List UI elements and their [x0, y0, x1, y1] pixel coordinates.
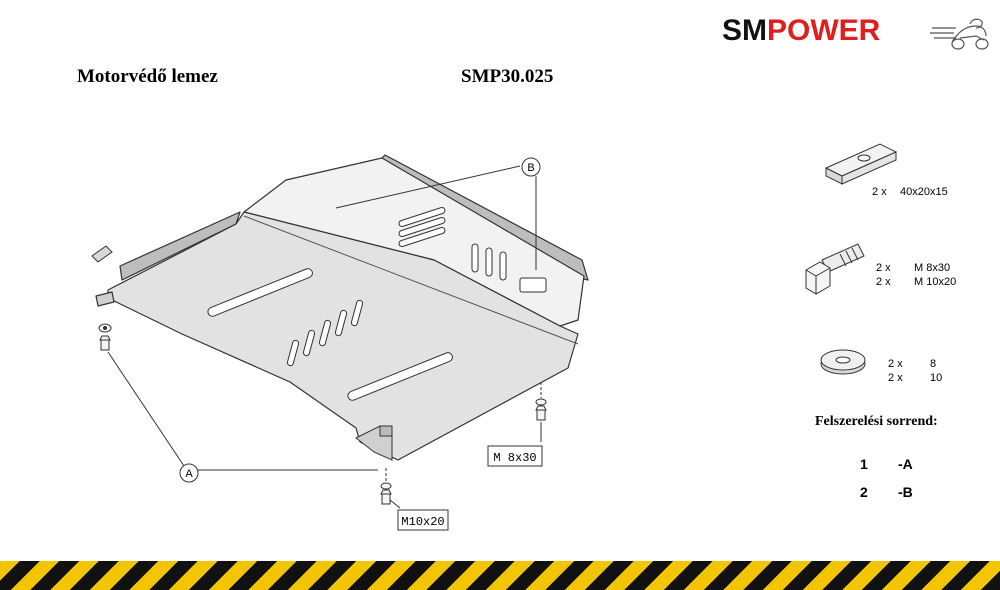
washer-icon: [820, 349, 866, 375]
svg-text:M10x20: M10x20: [401, 515, 444, 529]
bottom-bolt: [380, 468, 401, 509]
washer-spec-2: 10: [930, 372, 943, 384]
washer-qty-2: 2 x: [888, 372, 903, 384]
lower-bracket: [355, 425, 393, 461]
motorcycle-rider-icon: [930, 18, 989, 50]
callout-a: A: [107, 351, 378, 483]
plate-slots: [207, 207, 547, 401]
bolt-label-m10x20: M10x20: [397, 509, 449, 531]
callout-a-label: A: [185, 468, 193, 480]
svg-text:M 8x30: M 8x30: [493, 451, 536, 465]
hazard-stripe: [0, 561, 1000, 590]
install-step-2-label: -B: [898, 484, 913, 500]
washer-spec-1: 8: [930, 358, 937, 370]
bolt-spec-2: M 10x20: [914, 276, 957, 288]
bolt-qty-1: 2 x: [876, 262, 891, 274]
washer-qty-1: 2 x: [888, 358, 903, 370]
bolt-icon: [805, 243, 865, 295]
bolt-label-m8x30: M 8x30: [487, 445, 543, 467]
bolt-spec-1: M 8x30: [914, 262, 951, 274]
spacer-plate-icon: [824, 143, 898, 185]
smpower-logo: SMPOWER: [722, 14, 992, 54]
right-bolt: [535, 382, 547, 442]
logo-power-text: POWER: [767, 14, 881, 47]
install-order-title: Felszerelési sorrend:: [815, 414, 938, 429]
logo-wordmark: SMPOWER: [722, 14, 880, 48]
logo-sm-text: SM: [722, 14, 767, 47]
spacer-qty: 2 x: [872, 186, 887, 198]
install-step-2-num: 2: [860, 484, 868, 500]
install-step-1-num: 1: [860, 456, 868, 472]
left-bolt: [91, 245, 113, 351]
install-step-1-label: -A: [898, 456, 913, 472]
bolt-qty-2: 2 x: [876, 276, 891, 288]
skid-plate: [95, 154, 589, 461]
callout-b: B: [335, 157, 541, 270]
spacer-spec: 40x20x15: [900, 186, 948, 198]
product-code: SMP30.025: [461, 66, 554, 87]
product-title: Motorvédő lemez: [77, 66, 218, 87]
callout-b-label: B: [527, 162, 534, 174]
skid-plate-diagram: B A M 8x30 M10x20: [91, 154, 589, 531]
